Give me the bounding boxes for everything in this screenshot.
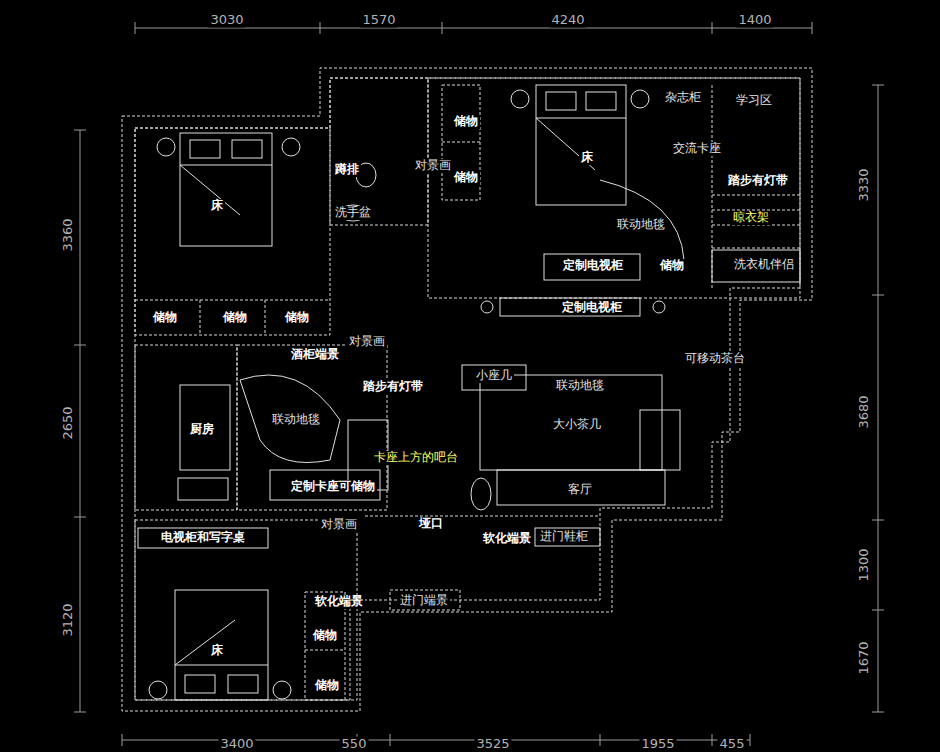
- room-label: 垭口: [417, 517, 445, 531]
- room-label: 可移动茶台: [683, 352, 747, 366]
- dimension: 1300: [857, 546, 872, 583]
- dimension: 455: [718, 737, 747, 752]
- room-label: 洗衣机伴侣: [732, 258, 796, 272]
- room-label: 床: [579, 151, 595, 165]
- room-label: 储物: [221, 311, 249, 325]
- room-label: 储物: [313, 679, 341, 693]
- dimension: 3330: [857, 166, 872, 203]
- room-label: 酒柜端景: [289, 348, 341, 362]
- room-label: 定制电视柜: [560, 301, 624, 315]
- dimension: 1570: [360, 13, 397, 28]
- room-label: 进门端景: [398, 594, 450, 608]
- room-label: 卡座上方的吧台: [372, 451, 460, 465]
- dimension: 1955: [639, 737, 676, 752]
- room-label: 晾衣架: [731, 211, 771, 225]
- dimension: 3030: [208, 13, 245, 28]
- room-label: 厨房: [188, 423, 216, 437]
- room-label: 软化端景: [481, 532, 533, 546]
- room-label: 大小茶几: [551, 418, 603, 432]
- room-label: 床: [209, 644, 225, 658]
- room-label: 储物: [311, 629, 339, 643]
- room-label: 定制电视柜: [561, 259, 625, 273]
- room-label: 储物: [151, 311, 179, 325]
- room-label: 杂志柜: [663, 91, 703, 105]
- room-label: 对景画: [413, 159, 453, 173]
- dimension: 3525: [474, 737, 511, 752]
- dimension: 3120: [61, 601, 76, 638]
- room-label: 联动地毯: [270, 413, 322, 427]
- room-label: 电视柜和写字桌: [159, 531, 247, 545]
- room-label: 软化端景: [313, 595, 365, 609]
- dimension: 3360: [61, 216, 76, 253]
- dimension: 550: [340, 737, 369, 752]
- room-label: 踏步有灯带: [726, 174, 790, 188]
- dimension: 2650: [61, 404, 76, 441]
- room-label: 洗手盆: [333, 206, 373, 220]
- room-label: 联动地毯: [615, 218, 667, 232]
- dimension: 4240: [549, 13, 586, 28]
- room-label: 对景画: [347, 335, 387, 349]
- room-label: 客厅: [566, 483, 594, 497]
- room-label: 储物: [452, 171, 480, 185]
- room-label: 小座几: [474, 369, 514, 383]
- dimension: 1400: [736, 13, 773, 28]
- room-label: 学习区: [734, 94, 774, 108]
- dimension: 3400: [218, 737, 255, 752]
- room-label: 床: [209, 199, 225, 213]
- room-label: 对景画: [319, 518, 359, 532]
- room-label: 进门鞋柜: [538, 530, 590, 544]
- room-label: 踏步有灯带: [361, 380, 425, 394]
- room-label: 联动地毯: [554, 379, 606, 393]
- room-label: 定制卡座可储物: [289, 480, 377, 494]
- room-label: 蹲排: [333, 163, 361, 177]
- room-label: 储物: [283, 311, 311, 325]
- dimension: 1670: [857, 639, 872, 676]
- room-label: 交流卡座: [671, 142, 723, 156]
- dimension: 3680: [857, 393, 872, 430]
- room-label: 储物: [658, 259, 686, 273]
- room-label: 储物: [452, 115, 480, 129]
